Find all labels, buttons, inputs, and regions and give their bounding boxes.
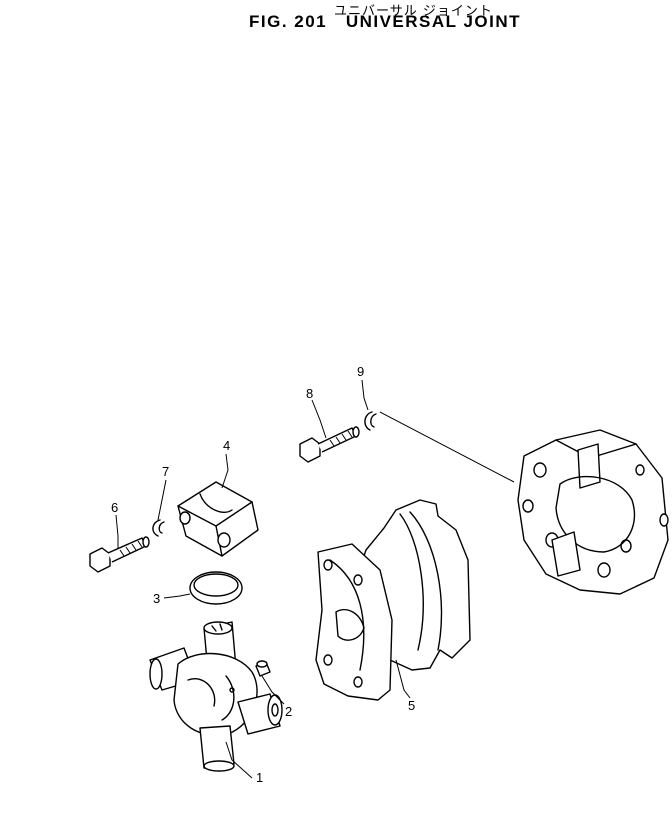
callout-leaders xyxy=(115,379,411,779)
part-5-yoke xyxy=(315,499,471,701)
callout-4: 4 xyxy=(223,438,230,453)
part-4-cap xyxy=(177,481,259,557)
part-9-washer xyxy=(364,411,377,431)
leader-washer-to-coupling xyxy=(379,411,515,483)
callout-5: 5 xyxy=(408,698,415,713)
callout-3: 3 xyxy=(153,591,160,606)
part-3-seal-ring xyxy=(189,571,243,605)
callout-2: 2 xyxy=(285,704,292,719)
coupling-assembly xyxy=(517,429,669,595)
figure-number: FIG. 201 xyxy=(249,12,328,31)
figure-name: UNIVERSAL JOINT xyxy=(345,12,522,31)
callout-7: 7 xyxy=(162,464,169,479)
callout-1: 1 xyxy=(256,770,263,785)
part-8-bolt xyxy=(299,426,360,463)
callout-9: 9 xyxy=(357,364,364,379)
part-2-grease-fitting xyxy=(255,660,271,677)
callout-6: 6 xyxy=(111,500,118,515)
part-1-spider xyxy=(149,621,283,772)
callout-8: 8 xyxy=(306,386,313,401)
figure-title-japanese: ユニバーサル ジョイント xyxy=(334,4,493,19)
part-7-washer xyxy=(152,519,165,537)
figure-title: FIG. 201 UNIVERSAL JOINT xyxy=(249,12,521,32)
part-6-bolt xyxy=(89,536,150,573)
